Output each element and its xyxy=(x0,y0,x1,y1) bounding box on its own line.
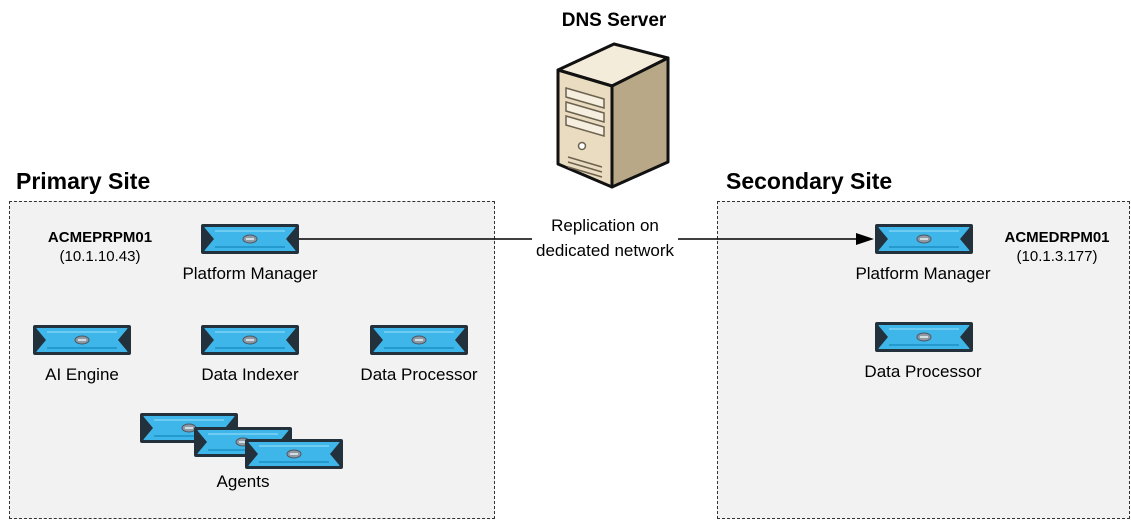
agent-appliance-icon xyxy=(245,439,343,469)
primary-ip: (10.1.10.43) xyxy=(59,248,141,265)
primary-platform-manager-label: Platform Manager xyxy=(182,264,318,283)
secondary-data-processor-label: Data Processor xyxy=(864,362,982,381)
replication-label-line2: dedicated network xyxy=(536,241,674,260)
secondary-data-processor-icon xyxy=(875,322,973,352)
primary-data-processor-icon xyxy=(370,325,468,355)
secondary-site-box xyxy=(717,201,1130,519)
primary-data-processor-label: Data Processor xyxy=(360,365,478,384)
secondary-ip: (10.1.3.177) xyxy=(1016,248,1098,265)
secondary-hostname: ACMEDRPM01 xyxy=(1004,229,1110,246)
secondary-platform-manager-label: Platform Manager xyxy=(855,264,991,283)
ai-engine-icon xyxy=(33,325,131,355)
secondary-site-title: Secondary Site xyxy=(726,168,893,194)
dns-server-title: DNS Server xyxy=(561,10,667,31)
primary-hostname: ACMEPRPM01 xyxy=(47,229,153,246)
primary-platform-manager-icon xyxy=(201,224,299,254)
tower-server-icon xyxy=(556,42,671,189)
primary-site-title: Primary Site xyxy=(16,168,151,194)
ai-engine-label: AI Engine xyxy=(45,365,119,384)
data-indexer-label: Data Indexer xyxy=(201,365,299,384)
replication-label-line1: Replication on xyxy=(551,216,659,235)
replication-label: Replication on dedicated network xyxy=(532,213,678,263)
secondary-platform-manager-icon xyxy=(875,224,973,254)
agents-label: Agents xyxy=(216,472,270,491)
data-indexer-icon xyxy=(201,325,299,355)
